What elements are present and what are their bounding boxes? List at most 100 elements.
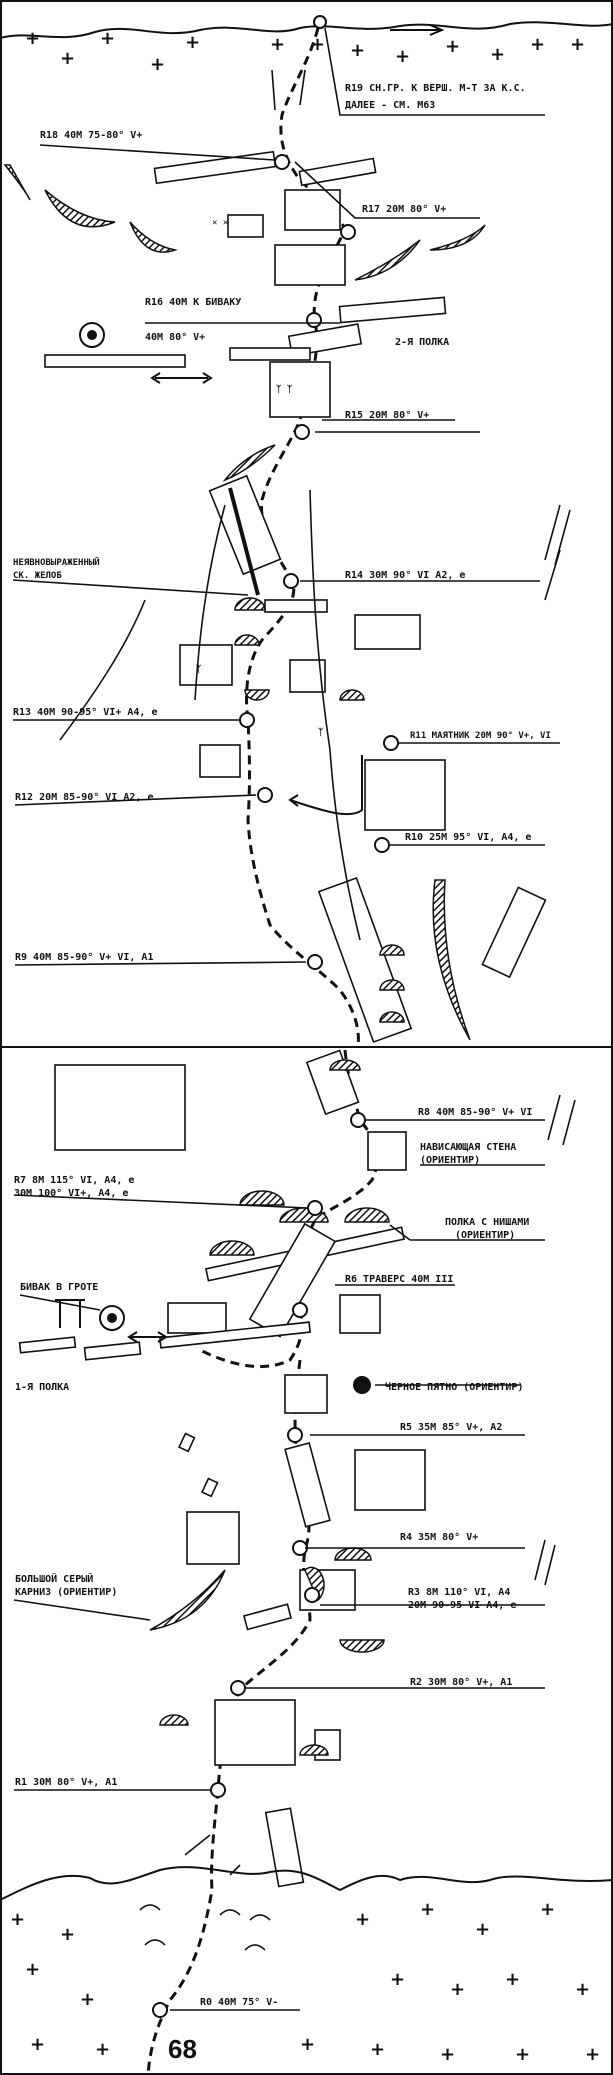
svg-text:+: + — [420, 1899, 435, 1920]
svg-text:+: + — [300, 2034, 315, 2055]
svg-text:+: + — [185, 32, 200, 53]
overhangs-lower — [149, 1059, 390, 1756]
svg-text:+: + — [80, 1989, 95, 2010]
svg-text:+: + — [100, 28, 115, 49]
label-r10: R10 25М 95° VI, А4, е — [405, 832, 531, 843]
svg-text:+: + — [515, 2044, 530, 2065]
svg-text:+: + — [445, 36, 460, 57]
svg-text:+: + — [150, 54, 165, 75]
svg-text:+: + — [390, 1969, 405, 1990]
label-ledge2: 2-Я ПОЛКА — [395, 337, 449, 348]
summit-station — [313, 15, 327, 29]
svg-text:+: + — [450, 1979, 465, 2000]
label-cornice2: КАРНИЗ (ОРИЕНТИР) — [15, 1587, 117, 1598]
flow-arrow — [390, 24, 445, 36]
rock-slabs-upper — [44, 150, 547, 1044]
label-r9: R9 40М 85-90° V+ VI, А1 — [15, 952, 153, 963]
label-wall1: НАВИСАЮЩАЯ СТЕНА — [420, 1142, 516, 1153]
ledge-arrow — [150, 372, 213, 384]
label-gutter2: СК. ЖЕЛОБ — [13, 571, 62, 581]
pendulum-arrow — [288, 755, 363, 816]
label-r15: R15 20М 80° V+ — [345, 410, 429, 421]
label-r3b: 20М 90-95 VI А4, е — [408, 1600, 516, 1611]
stations-upper — [239, 154, 399, 970]
svg-text:+: + — [530, 34, 545, 55]
svg-text:+: + — [570, 34, 585, 55]
svg-text:+: + — [475, 1919, 490, 1940]
label-r2: R2 30М 80° V+, А1 — [410, 1677, 512, 1688]
page-number: 68 — [168, 2034, 197, 2064]
svg-text:+: + — [270, 34, 285, 55]
svg-text:+: + — [30, 2034, 45, 2055]
svg-text:+: + — [540, 1899, 555, 1920]
black-spot — [353, 1376, 371, 1394]
upper-section: ++ ++ ++ ++ ++ ++ + — [0, 15, 613, 1048]
svg-text:+: + — [60, 48, 75, 69]
svg-text:+: + — [25, 28, 40, 49]
decor-mark: ᛉ — [196, 664, 202, 675]
svg-text:+: + — [370, 2039, 385, 2060]
label-ledge1: 1-Я ПОЛКА — [15, 1382, 69, 1393]
gutter-line — [228, 487, 260, 596]
svg-text:+: + — [505, 1969, 520, 1990]
label-r16b: 40М 80° V+ — [145, 332, 205, 343]
stations-lower — [152, 1112, 366, 2018]
label-r8: R8 40М 85-90° V+ VI — [418, 1107, 532, 1118]
label-wall2: (ОРИЕНТИР) — [420, 1155, 480, 1166]
gully-line — [271, 69, 306, 111]
rock-slabs-lower — [18, 1049, 426, 1888]
crack-lines-lower — [534, 1094, 576, 1586]
base-terrain — [0, 1866, 613, 1901]
label-r6: R6 ТРАВЕРС 40М III — [345, 1274, 453, 1285]
svg-text:+: + — [490, 44, 505, 65]
labels-upper: R19 СН.ГР. К ВЕРШ. М-Т 3А К.С. ДАЛЕЕ - С… — [13, 83, 551, 963]
label-niches2: (ОРИЕНТИР) — [455, 1230, 515, 1241]
label-r13: R13 40М 90-95° VI+ А4, е — [13, 707, 158, 718]
label-r12: R12 20М 85-90° VI А2, е — [15, 792, 153, 803]
labels-lower: R8 40М 85-90° V+ VI НАВИСАЮЩАЯ СТЕНА (ОР… — [14, 1107, 532, 2008]
label-r1: R1 30М 80° V+, А1 — [15, 1777, 117, 1788]
face-edge — [59, 489, 361, 941]
svg-text:+: + — [95, 2039, 110, 2060]
svg-text:+: + — [60, 1924, 75, 1945]
leaders-upper — [12, 27, 560, 966]
svg-text:+: + — [355, 1909, 370, 1930]
summit-ridge — [0, 21, 613, 39]
bivouac-marker-inner — [87, 330, 97, 340]
decor-mark: ᛉ — [318, 727, 324, 738]
label-cornice1: БОЛЬШОЙ СЕРЫЙ — [15, 1572, 93, 1585]
label-r18: R18 40М 75-80° V+ — [40, 130, 142, 141]
overhangs-upper — [3, 164, 486, 1041]
label-r5: R5 35М 85° V+, А2 — [400, 1422, 502, 1433]
label-black: ЧЕРНОЕ ПЯТНО (ОРИЕНТИР) — [385, 1381, 523, 1393]
svg-text:+: + — [440, 2044, 455, 2065]
svg-text:+: + — [10, 1909, 25, 1930]
svg-text:+: + — [585, 2044, 600, 2065]
label-r4: R4 35М 80° V+ — [400, 1532, 478, 1543]
label-gutter1: НЕЯВНОВЫРАЖЕННЫЙ — [13, 556, 100, 568]
label-r14: R14 30М 90° VI А2, е — [345, 570, 465, 581]
leaders-lower — [13, 1119, 545, 2011]
svg-text:+: + — [395, 46, 410, 67]
label-r3a: R3 8М 110° VI, А4 — [408, 1587, 510, 1598]
decor-mark: ᛉ ᛉ — [276, 384, 293, 395]
cave-bivouac-inner — [107, 1313, 117, 1323]
label-r19: R19 СН.ГР. К ВЕРШ. М-Т 3А К.С. — [345, 83, 526, 94]
label-niches1: ПОЛКА С НИШАМИ — [445, 1217, 529, 1228]
label-r17: R17 20М 80° V+ — [362, 204, 446, 215]
label-r7b: 30М 100° VI+, А4, е — [14, 1188, 128, 1199]
svg-text:+: + — [25, 1959, 40, 1980]
crack-lines — [544, 504, 571, 601]
label-r11: R11 МАЯТНИК 20М 90° V+, VI — [410, 731, 551, 741]
label-r7a: R7 8М 115° VI, А4, е — [14, 1175, 134, 1186]
svg-text:+: + — [310, 34, 325, 55]
cave-arrow — [127, 1331, 168, 1343]
summit-crosses: ++ ++ ++ ++ ++ ++ + — [25, 28, 585, 75]
trail-marks — [139, 1834, 271, 1951]
label-r0: R0 40М 75° V- — [200, 1997, 278, 2008]
label-r19b: ДАЛЕЕ - СМ. М63 — [345, 100, 435, 111]
pi-symbol — [55, 1299, 85, 1328]
label-r16: R16 40М К БИВАКУ — [145, 297, 241, 308]
